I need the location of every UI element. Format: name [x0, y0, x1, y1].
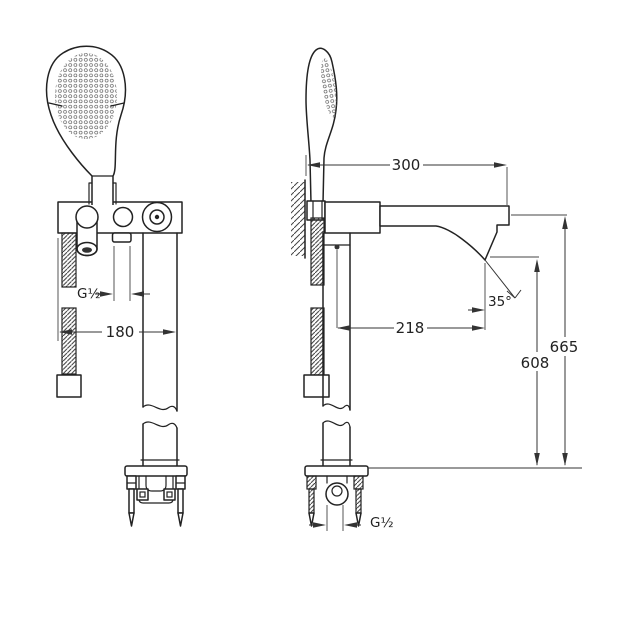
riser-column-front: [140, 232, 180, 467]
lever-opening: [82, 247, 92, 253]
hose-outlet-stub: [111, 232, 132, 243]
spray-angle-label: 35°: [488, 294, 512, 310]
mixer-controls-front: [75, 201, 173, 257]
dim-front-hose-thread: G½: [77, 246, 150, 302]
outlet-height-label: 608: [521, 354, 550, 372]
inlet-thread-label: G½: [370, 515, 394, 531]
side-offset-label: 218: [396, 319, 425, 337]
lever-pivot: [75, 205, 99, 229]
shower-holder-front: [88, 182, 117, 205]
diverter-knob: [112, 206, 134, 228]
dim-side-offset: 218: [334, 244, 486, 337]
mixer-body-side: [324, 201, 381, 234]
hand-shower-side: [305, 47, 338, 204]
dim-overall-height: 665: [511, 214, 579, 466]
riser-column-side: [320, 232, 353, 467]
dim-outlet-height: 608: [490, 256, 550, 466]
front-width-label: 180: [106, 323, 135, 341]
spray-face-edge-dots: [321, 58, 337, 118]
pipe-break-symbol: [142, 404, 178, 412]
wall-section: [291, 179, 306, 259]
dim-floor-thread: G½: [309, 505, 394, 531]
inlet-connector: [325, 482, 349, 506]
spray-face-dots: [55, 53, 117, 139]
front-view: G½ 180: [45, 45, 188, 527]
dim-spray-angle: 35°: [468, 259, 522, 313]
pipe-break-symbol-side: [322, 403, 351, 411]
shower-hose-front: [56, 232, 82, 398]
mounting-studs-front: [126, 475, 186, 527]
hose-end-fitting: [56, 374, 82, 398]
side-view: 300 218 35° 608: [291, 47, 582, 531]
side-reach-label: 300: [392, 156, 421, 174]
hand-shower-front: [45, 45, 127, 205]
axis-reference-dot: [334, 244, 340, 250]
spout-side: [379, 205, 510, 261]
hose-end-fitting-side: [303, 374, 330, 398]
floor-base-side: [304, 465, 369, 527]
dim-side-reach: 300: [305, 155, 508, 205]
mounting-studs-side: [306, 475, 364, 527]
floor-base-front: [124, 465, 188, 527]
base-plate-side: [304, 465, 369, 477]
shower-holder-side: [306, 200, 326, 221]
dim-front-width: 180: [57, 238, 176, 341]
front-hose-thread-label: G½: [77, 286, 101, 302]
overall-height-label: 665: [550, 338, 579, 356]
base-plate-front: [124, 465, 188, 477]
